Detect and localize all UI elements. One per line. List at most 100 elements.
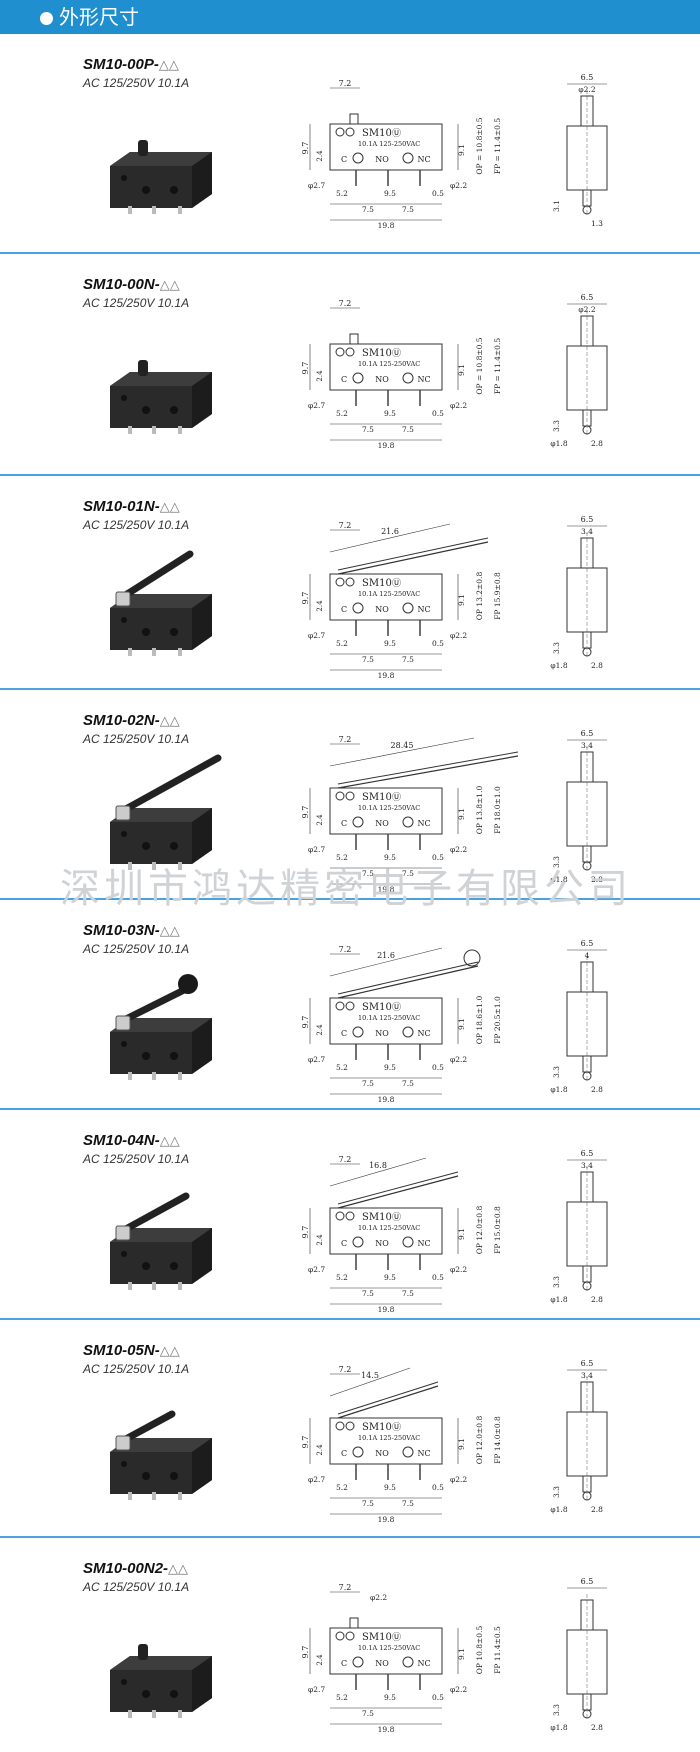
side-dim-c: φ1.8: [550, 1295, 567, 1304]
dim-lever: 14.5: [361, 1371, 379, 1380]
dim-total: 19.8: [378, 1725, 395, 1734]
dim-fp: FP = 11.4±0.5: [493, 118, 502, 174]
pin-c-label: C: [341, 1659, 347, 1668]
terminal-pin: [128, 206, 132, 214]
dim-pin-diameter: φ2.7: [308, 631, 325, 640]
drawing-spec: 10.1A 125-250VAC: [358, 804, 420, 812]
dim-height: 9.7: [301, 362, 310, 375]
dim-total: 19.8: [378, 1095, 395, 1102]
ul-mark: Ⓤ: [392, 1422, 401, 1433]
drawing-spec: 10.1A 125-250VAC: [358, 1434, 420, 1442]
pin-no-label: NO: [375, 605, 389, 614]
ul-mark: Ⓤ: [392, 348, 401, 359]
side-top: 3.4: [581, 1371, 593, 1380]
model-code: SM10-04N-: [83, 1132, 160, 1149]
side-top: 3.4: [581, 527, 593, 536]
dim-op: OP 10.8±0.5: [475, 1626, 484, 1675]
side-dim-c: φ1.8: [550, 875, 567, 884]
dim-fp: FP 14.0±0.8: [493, 1416, 502, 1464]
dim-mid: 9.1: [457, 594, 466, 606]
ul-mark: Ⓤ: [392, 792, 401, 803]
dim-pin-diameter: φ2.7: [308, 1055, 325, 1064]
dim-b: 9.5: [384, 1483, 396, 1492]
pin-nc-label: NC: [417, 1029, 430, 1038]
section-divider: [0, 1108, 700, 1110]
roller: [178, 974, 198, 994]
terminal-pin: [178, 426, 182, 434]
pin-nc-label: NC: [417, 375, 430, 384]
side-width: 6.5: [581, 73, 594, 82]
variant-marks: △△: [159, 1133, 180, 1148]
dim-lever: 21.6: [381, 527, 399, 536]
dim-height: 9.7: [301, 1226, 310, 1239]
dim-pin-diameter: φ2.7: [308, 1685, 325, 1694]
plunger: [138, 360, 148, 376]
plunger: [138, 1644, 148, 1660]
side-width: 6.5: [581, 293, 594, 302]
side-dim-b: 2.8: [591, 1085, 603, 1094]
side-width: 6.5: [581, 939, 594, 948]
dim-width: 7.2: [339, 79, 352, 88]
pin-nc-label: NC: [417, 819, 430, 828]
terminal-pin: [152, 1710, 156, 1718]
dim-e: 7.5: [362, 655, 374, 664]
electrical-rating: AC 125/250V 10.1A: [83, 296, 190, 310]
model-code: SM10-01N-: [83, 498, 160, 515]
terminal-pin: [178, 206, 182, 214]
switch-photo: [110, 1192, 212, 1290]
side-dim-c: φ1.8: [550, 1085, 567, 1094]
drawing-label: SM10: [362, 348, 392, 359]
actuator-lever: [120, 1410, 176, 1444]
pin-nc-label: NC: [417, 605, 430, 614]
dim-total: 19.8: [378, 671, 395, 678]
drawing-body: [329, 1207, 443, 1255]
model-name: SM10-02N-△△: [83, 712, 180, 729]
side-view-drawing: 6.53.43.32.8φ1.8: [550, 1149, 608, 1304]
side-top: φ2.2: [578, 305, 595, 314]
dim-plunger-diameter: φ2.2: [370, 1593, 387, 1602]
dim-c: 0.5: [432, 853, 444, 862]
dim-e: 7.5: [362, 205, 374, 214]
drawing-label: SM10: [362, 128, 392, 139]
dim-fp: FP 15.0±0.8: [493, 1206, 502, 1254]
side-dim-b: 2.8: [591, 439, 603, 448]
dim-mid: 9.1: [457, 1438, 466, 1450]
dim-f: 7.5: [402, 1499, 414, 1508]
drawing-body: [329, 1417, 443, 1465]
dim-width: 7.2: [339, 945, 352, 954]
pin-nc-label: NC: [417, 1239, 430, 1248]
dim-offset: 2.4: [316, 1654, 324, 1666]
pin-no-label: NO: [375, 375, 389, 384]
dim-op: OP 12.0±0.8: [475, 1206, 484, 1255]
pin-c-label: C: [341, 375, 347, 384]
dim-fp: FP 11.4±0.5: [493, 1626, 502, 1674]
dim-a: 5.2: [336, 189, 348, 198]
switch-photo: [110, 1410, 212, 1500]
dim-a: 5.2: [336, 409, 348, 418]
dim-b: 9.5: [384, 853, 396, 862]
side-dim-a: 3.3: [552, 642, 561, 654]
dim-pin-diameter: φ2.7: [308, 401, 325, 410]
dim-hole-diameter: φ2.2: [450, 845, 467, 854]
drawing-spec: 10.1A 125-250VAC: [358, 140, 420, 148]
drawing-label: SM10: [362, 1632, 392, 1643]
dim-op: OP 12.0±0.8: [475, 1416, 484, 1465]
side-top: 3.4: [581, 1161, 593, 1170]
pin-c-label: C: [341, 1029, 347, 1038]
dim-e: 7.5: [362, 1709, 374, 1718]
terminal-pin: [128, 1492, 132, 1500]
variant-marks: △△: [159, 499, 180, 514]
side-view-drawing: 6.543.32.8φ1.8: [550, 939, 608, 1094]
pin-nc-label: NC: [417, 1449, 430, 1458]
section-divider: [0, 252, 700, 254]
dim-lever: 28.45: [391, 741, 414, 750]
side-width: 6.5: [581, 1149, 594, 1158]
pin-no-label: NO: [375, 1029, 389, 1038]
terminal-pin: [152, 862, 156, 870]
ul-mark: Ⓤ: [392, 1002, 401, 1013]
electrical-rating: AC 125/250V 10.1A: [83, 76, 190, 90]
dim-total: 19.8: [378, 885, 395, 892]
